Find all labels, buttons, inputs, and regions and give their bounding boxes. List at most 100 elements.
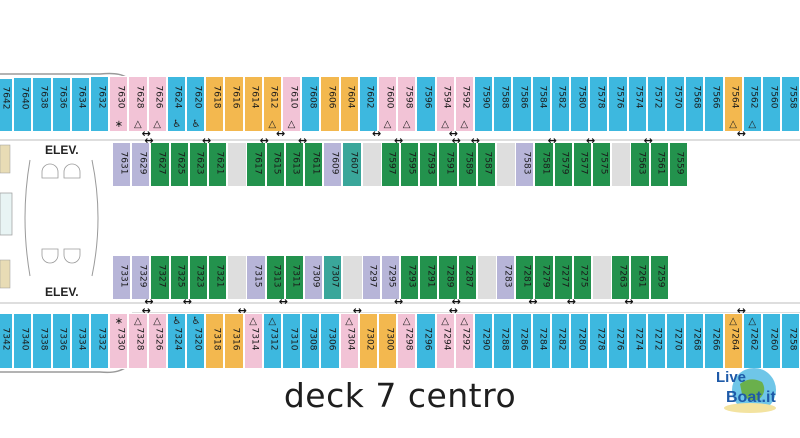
cabin-7289[interactable]: 7289: [438, 255, 458, 300]
cabin-7327[interactable]: 7327: [150, 255, 170, 300]
cabin-7321[interactable]: 7321: [208, 255, 228, 300]
cabin-7295[interactable]: 7295: [380, 255, 400, 300]
cabin-7604[interactable]: 7604: [339, 76, 359, 132]
cabin-7312[interactable]: 7312△: [262, 313, 282, 369]
cabin-7318[interactable]: 7318: [205, 313, 225, 369]
cabin-7332[interactable]: 7332: [90, 313, 110, 369]
cabin-7620[interactable]: 7620♿: [186, 76, 206, 132]
cabin-7595[interactable]: 7595: [400, 142, 420, 187]
cabin-7281[interactable]: 7281: [515, 255, 535, 300]
cabin-7624[interactable]: 7624♿: [166, 76, 186, 132]
cabin-7270[interactable]: 7270: [666, 313, 686, 369]
cabin-7587[interactable]: 7587: [476, 142, 496, 187]
cabin-7308[interactable]: 7308: [301, 313, 321, 369]
cabin-7566[interactable]: 7566: [704, 76, 724, 132]
cabin-7558[interactable]: 7558: [781, 76, 800, 132]
cabin-7638[interactable]: 7638: [32, 77, 52, 132]
cabin-7562[interactable]: 7562△: [742, 76, 762, 132]
cabin-7323[interactable]: 7323: [188, 255, 208, 300]
cabin-7608[interactable]: 7608: [301, 76, 321, 132]
cabin-7268[interactable]: 7268: [685, 313, 705, 369]
cabin-7642[interactable]: 7642: [0, 77, 14, 132]
cabin-7304[interactable]: 7304△: [339, 313, 359, 369]
cabin-7258[interactable]: 7258: [781, 313, 800, 369]
cabin-7594[interactable]: 7594△: [435, 76, 455, 132]
cabin-7302[interactable]: 7302: [358, 313, 378, 369]
cabin-7293[interactable]: 7293: [400, 255, 420, 300]
cabin-7578[interactable]: 7578: [589, 76, 609, 132]
cabin-7579[interactable]: 7579: [553, 142, 573, 187]
cabin-7297[interactable]: 7297: [361, 255, 381, 300]
cabin-7592[interactable]: 7592△: [454, 76, 474, 132]
cabin-7629[interactable]: 7629: [131, 142, 151, 187]
cabin-7314[interactable]: 7314△: [243, 313, 263, 369]
cabin-7613[interactable]: 7613: [284, 142, 304, 187]
cabin-7330[interactable]: 7330∗: [109, 313, 129, 369]
cabin-7626[interactable]: 7626△: [147, 76, 167, 132]
cabin-7277[interactable]: 7277: [553, 255, 573, 300]
cabin-7584[interactable]: 7584: [531, 76, 551, 132]
cabin-7300[interactable]: 7300: [378, 313, 398, 369]
cabin-7316[interactable]: 7316: [224, 313, 244, 369]
cabin-7596[interactable]: 7596: [416, 76, 436, 132]
cabin-7290[interactable]: 7290: [474, 313, 494, 369]
cabin-7287[interactable]: 7287: [457, 255, 477, 300]
cabin-7283[interactable]: 7283: [496, 255, 516, 300]
cabin-7576[interactable]: 7576: [608, 76, 628, 132]
cabin-7575[interactable]: 7575: [592, 142, 612, 187]
cabin-7340[interactable]: 7340: [13, 313, 33, 369]
cabin-7275[interactable]: 7275: [572, 255, 592, 300]
cabin-7309[interactable]: 7309: [304, 255, 324, 300]
cabin-7625[interactable]: 7625: [169, 142, 189, 187]
cabin-7294[interactable]: 7294△: [435, 313, 455, 369]
cabin-7260[interactable]: 7260: [762, 313, 782, 369]
cabin-7636[interactable]: 7636: [51, 76, 71, 132]
cabin-7272[interactable]: 7272: [646, 313, 666, 369]
cabin-7628[interactable]: 7628△: [128, 76, 148, 132]
cabin-7334[interactable]: 7334: [70, 313, 90, 369]
cabin-7582[interactable]: 7582: [550, 76, 570, 132]
cabin-7574[interactable]: 7574: [627, 76, 647, 132]
cabin-7583[interactable]: 7583: [515, 142, 535, 187]
cabin-7324[interactable]: 7324♿: [166, 313, 186, 369]
cabin-7568[interactable]: 7568: [685, 76, 705, 132]
cabin-7286[interactable]: 7286: [512, 313, 532, 369]
cabin-7288[interactable]: 7288: [493, 313, 513, 369]
cabin-7342[interactable]: 7342: [0, 313, 14, 369]
cabin-7581[interactable]: 7581: [534, 142, 554, 187]
cabin-7560[interactable]: 7560: [762, 76, 782, 132]
cabin-7282[interactable]: 7282: [550, 313, 570, 369]
cabin-7315[interactable]: 7315: [246, 255, 266, 300]
cabin-7328[interactable]: 7328△: [128, 313, 148, 369]
cabin-7296[interactable]: 7296: [416, 313, 436, 369]
cabin-7572[interactable]: 7572: [646, 76, 666, 132]
cabin-7618[interactable]: 7618: [205, 76, 225, 132]
cabin-7593[interactable]: 7593: [419, 142, 439, 187]
cabin-7591[interactable]: 7591: [438, 142, 458, 187]
cabin-7329[interactable]: 7329: [131, 255, 151, 300]
cabin-7563[interactable]: 7563: [630, 142, 650, 187]
cabin-7561[interactable]: 7561: [649, 142, 669, 187]
cabin-7597[interactable]: 7597: [380, 142, 400, 187]
cabin-7264[interactable]: 7264△: [723, 313, 743, 369]
cabin-7617[interactable]: 7617: [246, 142, 266, 187]
cabin-7632[interactable]: 7632: [90, 76, 110, 132]
cabin-7570[interactable]: 7570: [666, 76, 686, 132]
cabin-7261[interactable]: 7261: [630, 255, 650, 300]
cabin-7588[interactable]: 7588: [493, 76, 513, 132]
cabin-7564[interactable]: 7564△: [723, 76, 743, 132]
cabin-7631[interactable]: 7631: [112, 142, 132, 187]
cabin-7307[interactable]: 7307: [323, 255, 343, 300]
cabin-7621[interactable]: 7621: [208, 142, 228, 187]
cabin-7259[interactable]: 7259: [649, 255, 669, 300]
cabin-7586[interactable]: 7586: [512, 76, 532, 132]
cabin-7298[interactable]: 7298△: [397, 313, 417, 369]
cabin-7280[interactable]: 7280: [570, 313, 590, 369]
cabin-7331[interactable]: 7331: [112, 255, 132, 300]
cabin-7326[interactable]: 7326△: [147, 313, 167, 369]
cabin-7320[interactable]: 7320♿: [186, 313, 206, 369]
cabin-7306[interactable]: 7306: [320, 313, 340, 369]
cabin-7263[interactable]: 7263: [611, 255, 631, 300]
cabin-7313[interactable]: 7313: [265, 255, 285, 300]
cabin-7291[interactable]: 7291: [419, 255, 439, 300]
